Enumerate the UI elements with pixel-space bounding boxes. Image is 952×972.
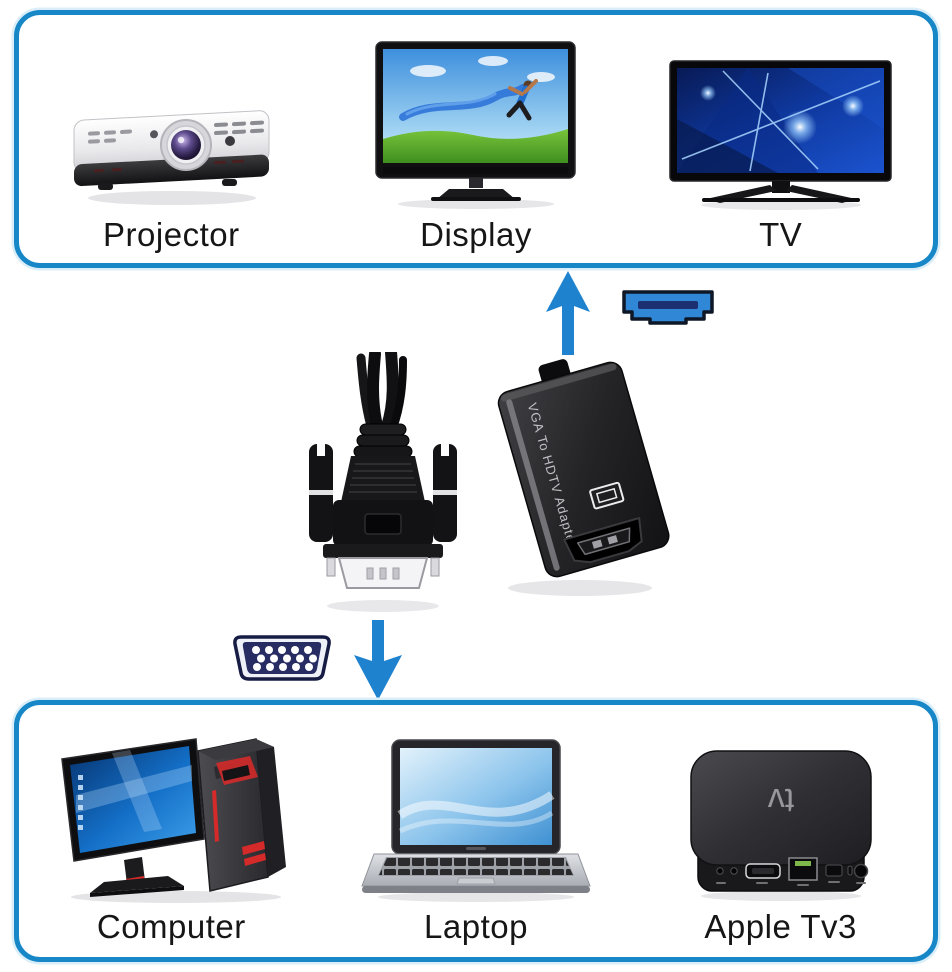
- device-display: Display: [324, 25, 629, 265]
- hdmi-connector-icon: [622, 290, 714, 325]
- arrow-down-icon: [354, 620, 402, 700]
- projector-label: Projector: [103, 216, 240, 253]
- computer-label: Computer: [96, 907, 246, 945]
- laptop-label: Laptop: [424, 907, 528, 945]
- tv-image: [669, 60, 892, 210]
- apple-tv-image: tv: [689, 749, 872, 901]
- arrow-up-icon: [546, 271, 590, 355]
- source-devices-panel: Computer: [14, 700, 938, 962]
- device-tv: TV: [628, 25, 933, 265]
- device-laptop: Laptop: [324, 717, 629, 957]
- device-projector: Projector: [19, 25, 324, 265]
- device-apple-tv: tv: [628, 717, 933, 957]
- projector-image: [73, 110, 270, 205]
- computer-image: [61, 737, 287, 903]
- vga-connector-icon: [233, 635, 331, 681]
- laptop-image: [361, 738, 591, 902]
- device-computer: Computer: [19, 717, 324, 957]
- apple-tv-label: Apple Tv3: [704, 907, 857, 945]
- output-devices-panel: Projector: [14, 10, 938, 268]
- display-label: Display: [420, 216, 532, 253]
- tv-label: TV: [759, 216, 803, 253]
- vga-to-hdtv-adapter-image: VGA To HDTV Adapter: [497, 359, 670, 596]
- display-image: [375, 41, 577, 209]
- apple-tv-logo-text: tv: [767, 781, 793, 819]
- vga-cable-image: [309, 352, 457, 612]
